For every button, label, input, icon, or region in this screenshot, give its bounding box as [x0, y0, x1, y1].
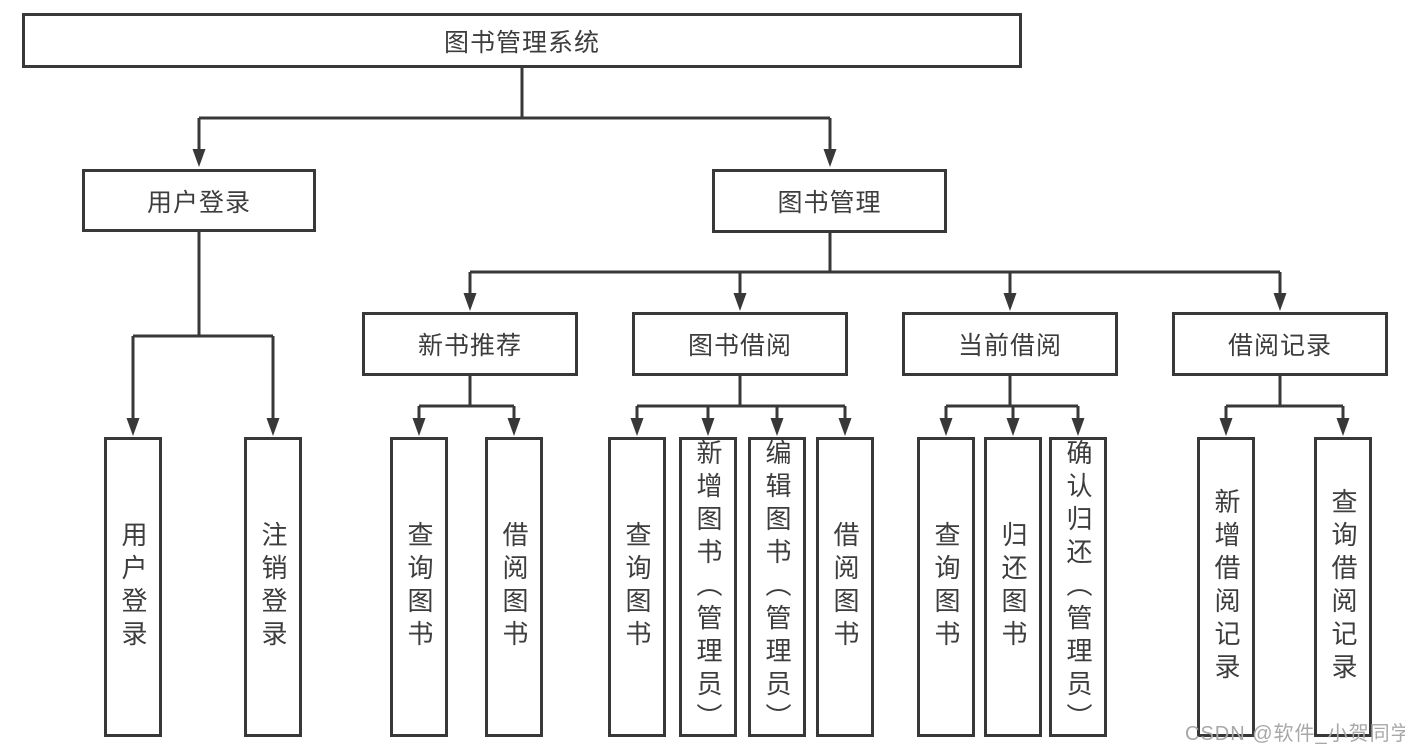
arrowhead [733, 293, 747, 311]
node-borrowing-records: 借阅记录 [1172, 312, 1388, 376]
node-query-books-recommend: 查询图书 [390, 437, 448, 737]
node-label: 借阅记录 [1227, 332, 1332, 360]
arrowhead [1219, 418, 1233, 436]
arrowhead [1003, 293, 1017, 311]
node-current-borrowing: 当前借阅 [902, 312, 1118, 376]
node-label: 新增图书（管理员） [693, 438, 723, 736]
node-book-management: 图书管理 [712, 169, 947, 233]
node-label: 编辑图书（管理员） [762, 438, 792, 736]
node-add-borrow-record: 新增借阅记录 [1197, 437, 1255, 737]
node-query-books-borrowing: 查询图书 [608, 437, 666, 737]
node-new-book-recommend: 新书推荐 [362, 312, 578, 376]
node-library-management-system: 图书管理系统 [22, 13, 1022, 68]
arrowhead [192, 149, 206, 167]
node-label: 新增借阅记录 [1211, 488, 1241, 686]
node-book-borrowing: 图书借阅 [632, 312, 848, 376]
arrowhead [939, 418, 953, 436]
node-confirm-return-admin: 确认归还（管理员） [1049, 437, 1107, 737]
node-label: 查询图书 [404, 521, 434, 653]
node-label: 用户登录 [146, 188, 251, 217]
node-label: 借阅图书 [499, 521, 529, 653]
node-query-borrow-record: 查询借阅记录 [1314, 437, 1372, 737]
node-label: 查询图书 [622, 521, 652, 653]
node-label: 当前借阅 [957, 332, 1062, 360]
csdn-watermark: CSDN @软件_小贺同学 [1185, 723, 1405, 745]
arrowhead [507, 418, 521, 436]
node-label: 确认归还（管理员） [1063, 438, 1093, 736]
node-label: 图书管理 [777, 189, 882, 217]
node-borrow-books-recommend: 借阅图书 [485, 437, 543, 737]
arrowhead [1006, 418, 1020, 436]
node-label: 查询借阅记录 [1328, 488, 1358, 686]
arrowhead [823, 149, 837, 167]
node-label: 图书借阅 [687, 332, 792, 360]
arrowhead [126, 418, 140, 436]
node-borrow-books: 借阅图书 [816, 437, 874, 737]
arrowhead [701, 418, 715, 436]
node-user-login-branch: 用户登录 [82, 169, 316, 232]
node-label: 归还图书 [998, 521, 1028, 653]
arrowhead [1071, 418, 1085, 436]
arrowhead [1273, 293, 1287, 311]
node-logout-login: 注销登录 [244, 437, 302, 737]
arrowhead [630, 418, 644, 436]
node-label: 用户登录 [118, 521, 148, 653]
node-edit-books-admin: 编辑图书（管理员） [748, 437, 806, 737]
node-user-login: 用户登录 [104, 437, 162, 737]
node-label: 图书管理系统 [443, 28, 600, 57]
arrowhead [1336, 418, 1350, 436]
node-label: 新书推荐 [417, 332, 522, 360]
node-label: 查询图书 [931, 521, 961, 653]
node-return-books: 归还图书 [984, 437, 1042, 737]
node-add-books-admin: 新增图书（管理员） [679, 437, 737, 737]
arrowhead [412, 418, 426, 436]
arrowhead [266, 418, 280, 436]
arrowhead [838, 418, 852, 436]
arrowheads [126, 149, 1350, 436]
connector-lines [131, 68, 1345, 420]
node-label: 借阅图书 [830, 521, 860, 653]
arrowhead [463, 293, 477, 311]
arrowhead [770, 418, 784, 436]
node-query-books-current: 查询图书 [917, 437, 975, 737]
node-label: 注销登录 [258, 521, 288, 653]
